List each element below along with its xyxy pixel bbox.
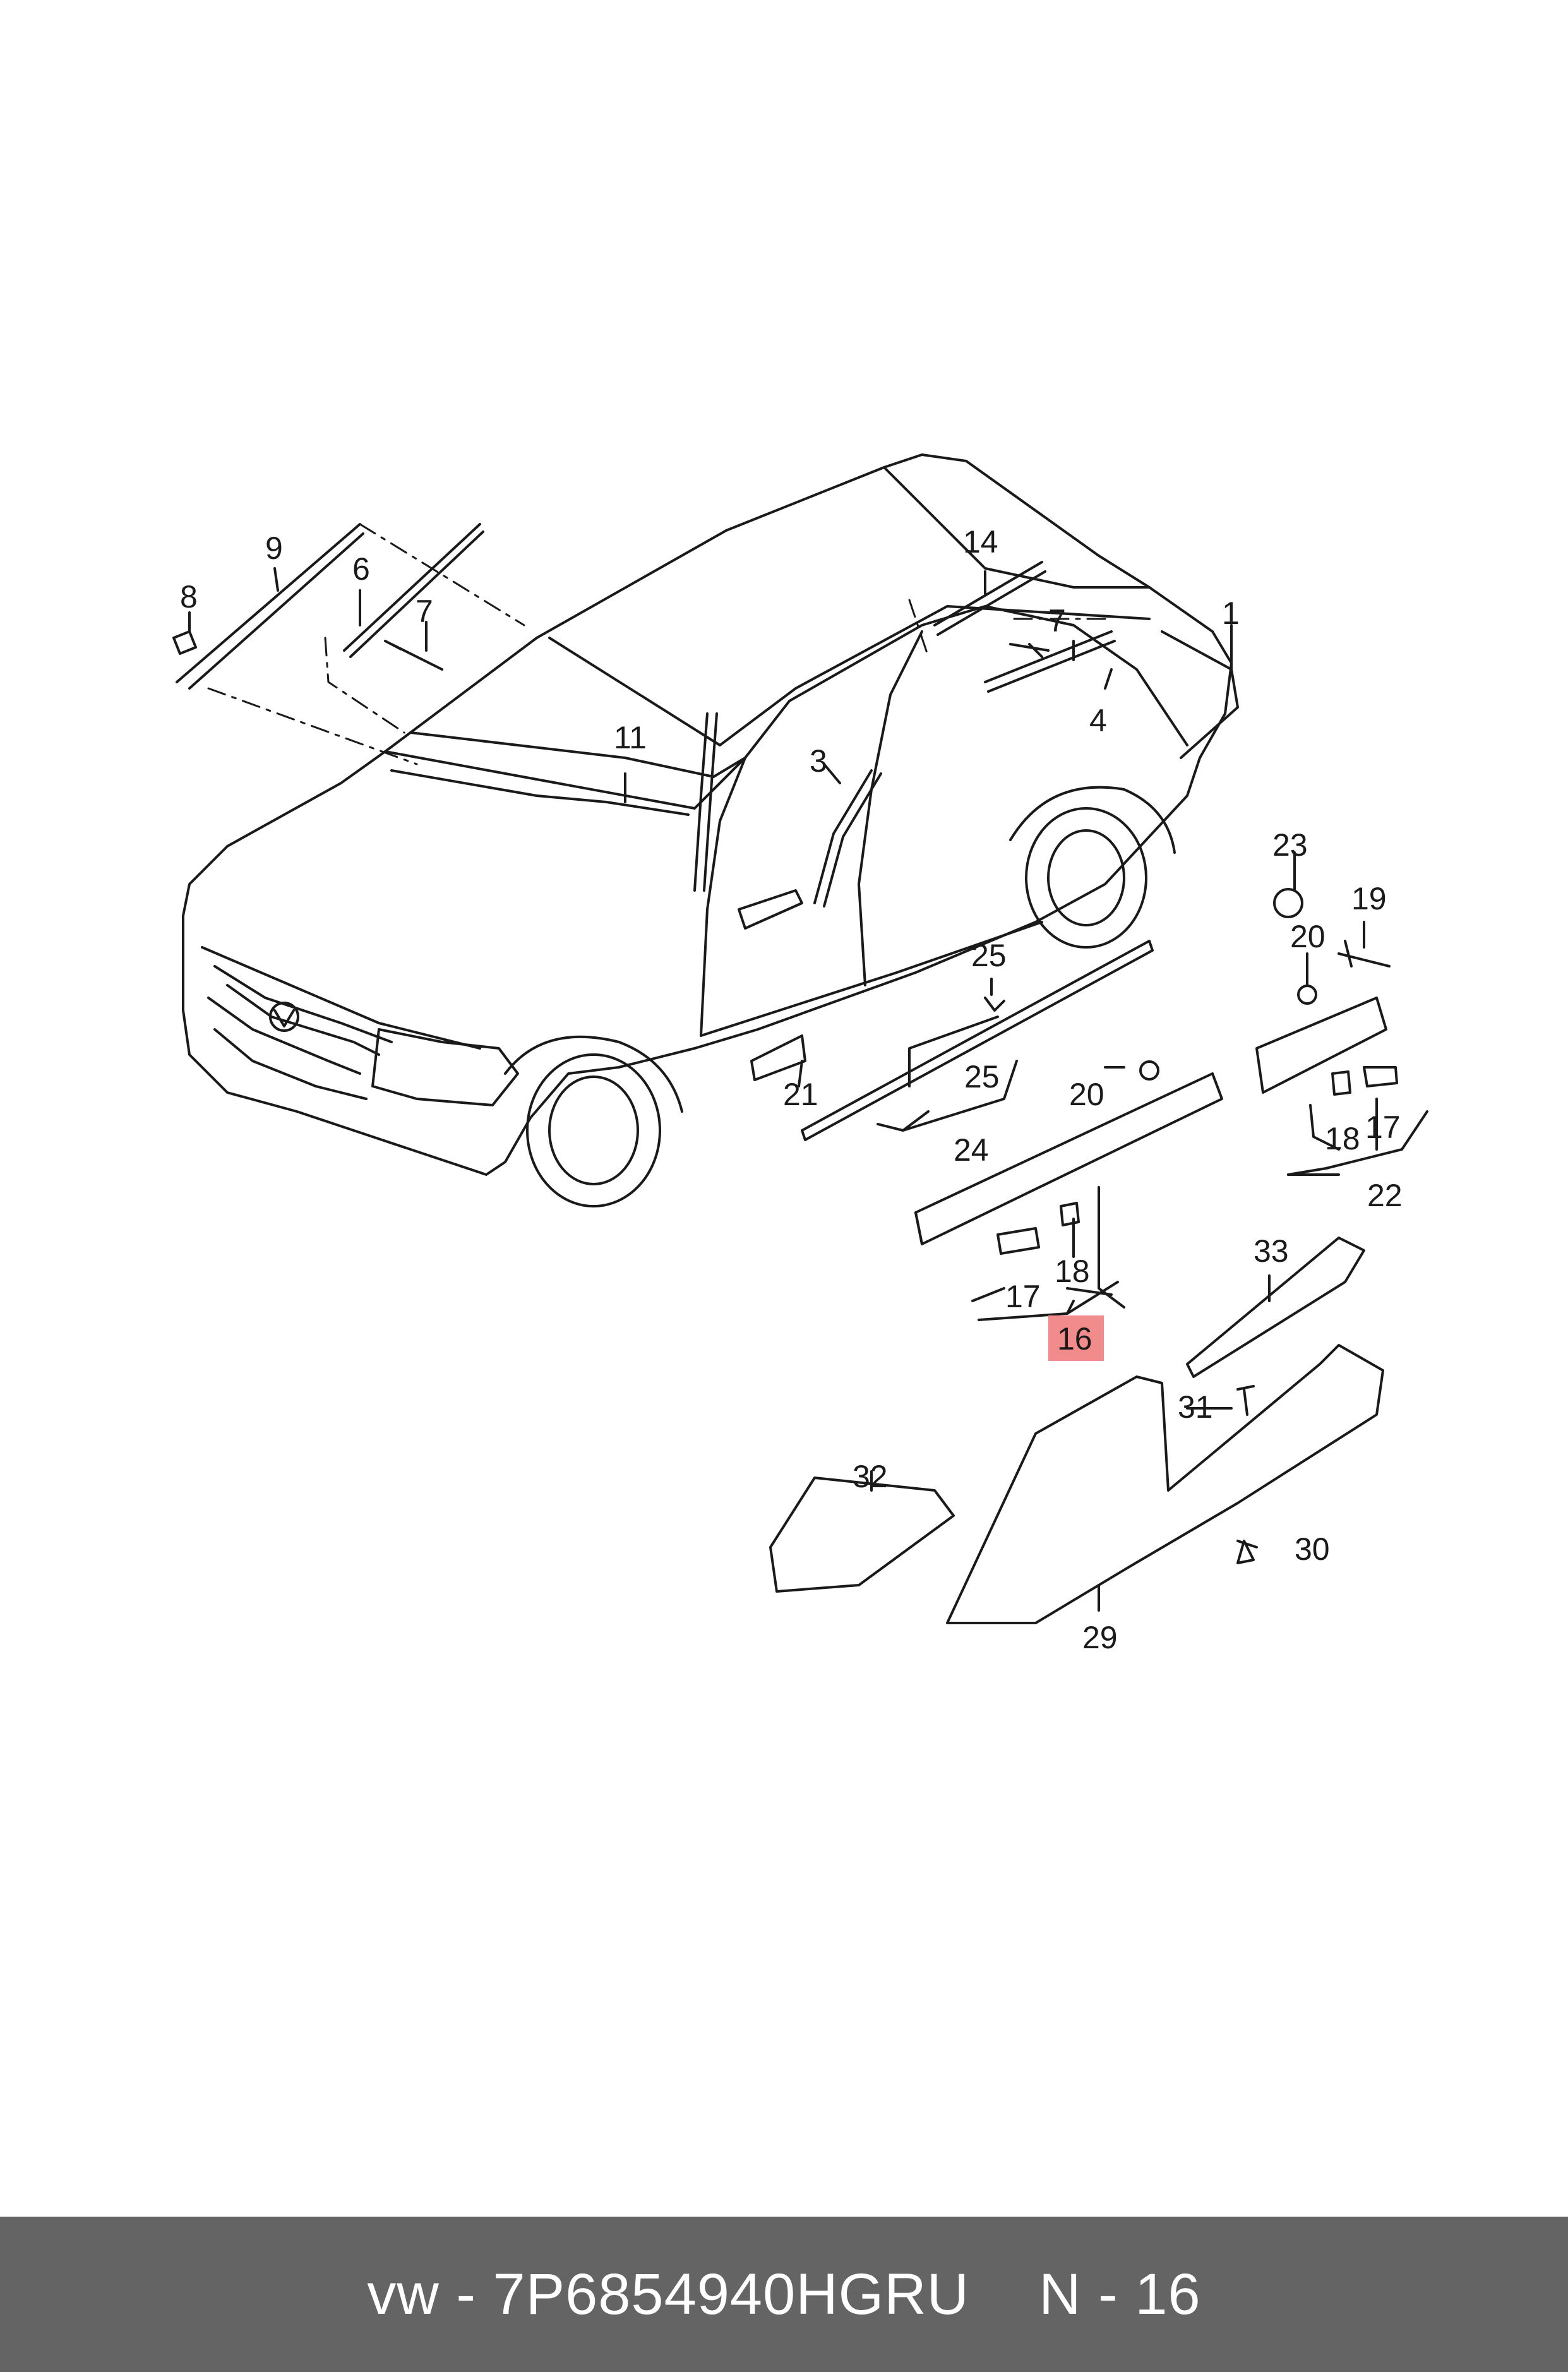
callout-label: 23 <box>1272 827 1308 863</box>
window-trim-part-4 <box>984 630 1116 693</box>
rear-molding-part-22 <box>1255 997 1387 1094</box>
callout-label: 4 <box>1089 703 1107 738</box>
footer-brand: vw <box>367 2261 440 2327</box>
callout-label: 7 <box>1048 603 1066 638</box>
callout-label: 21 <box>783 1077 818 1112</box>
door-molding-part-24 <box>801 940 1154 1141</box>
callout-label: 14 <box>963 524 998 560</box>
door-trim-part-3 <box>813 769 882 907</box>
vw-badge-icon <box>269 1002 299 1032</box>
callout-label: 32 <box>853 1459 888 1494</box>
callout-label: 29 <box>1082 1620 1118 1655</box>
callout-label: 31 <box>1178 1389 1213 1425</box>
callout-label: 25 <box>971 938 1007 973</box>
rear-trim-part-1 <box>1161 630 1239 759</box>
side-molding-end <box>914 1211 923 1245</box>
callout-label: 6 <box>352 551 370 587</box>
highlight-box-16 <box>1048 1315 1104 1361</box>
clip-part-18b <box>1331 1070 1351 1096</box>
pillar-trim-part-11 <box>693 712 718 892</box>
clip-part-25 <box>984 997 1005 1012</box>
callout-label: 9 <box>265 530 283 566</box>
callout-label: 30 <box>1295 1531 1330 1567</box>
clip-part-20 <box>1139 1060 1159 1081</box>
callout-label: 20 <box>1069 1077 1104 1112</box>
front-wheel <box>504 1035 683 1207</box>
vw-badge-mark <box>273 1009 295 1027</box>
footer-position-label: N - 16 <box>1039 2261 1201 2327</box>
clip-part-17b <box>1363 1066 1398 1087</box>
nut-part-30 <box>1236 1540 1255 1564</box>
clip-part-8 <box>172 630 197 655</box>
part-number-footer: vw - 7P6854940HGRU N - 16 <box>0 2217 1568 2372</box>
footer-separator: - <box>439 2261 493 2327</box>
dashed-leaders <box>207 523 1106 765</box>
callout-label: 17 <box>1005 1279 1041 1314</box>
footer-part-number: 7P6854940HGRU <box>493 2261 970 2327</box>
clip-part-20b <box>1297 985 1317 1005</box>
callout-label: 20 <box>1290 919 1326 954</box>
roof-trim-part-6 <box>343 523 484 658</box>
callout-label: 33 <box>1254 1233 1289 1269</box>
callout-label: 25 <box>964 1059 1000 1094</box>
bolt-part-19 <box>1338 940 1391 967</box>
callout-label: 7 <box>416 594 433 629</box>
callout-label: 19 <box>1351 881 1387 916</box>
sill-plate-part-32 <box>769 1477 955 1593</box>
sill-plate-part-33 <box>1186 1237 1365 1378</box>
callout-label: 8 <box>180 579 198 614</box>
clip-part-18 <box>1060 1202 1080 1226</box>
roof-rail-part-14 <box>933 561 1046 636</box>
callout-label: 11 <box>614 720 647 755</box>
callout-label: 3 <box>810 743 827 779</box>
clip-part-17 <box>996 1227 1040 1255</box>
callout-label: 1 <box>1222 596 1240 631</box>
rear-wheel <box>1009 786 1176 949</box>
callout-label: 18 <box>1325 1121 1360 1156</box>
callout-label: 24 <box>954 1132 989 1168</box>
bracket-part-21 <box>750 1034 806 1081</box>
screw-part-31 <box>1236 1385 1255 1416</box>
grommet-part-23 <box>1273 888 1303 918</box>
callout-label: 22 <box>1367 1178 1403 1213</box>
screw-part-7b <box>1009 643 1050 658</box>
callout-label: 17 <box>1365 1110 1401 1145</box>
vehicle-outline <box>182 453 1233 1176</box>
parts-diagram: 1 3 4 6 7 7 8 9 11 14 16 17 17 17 18 18 … <box>172 453 1428 1655</box>
screw-part-7 <box>384 640 443 671</box>
callout-label: 18 <box>1055 1254 1090 1289</box>
sill-trim-part-29 <box>946 1344 1384 1624</box>
callout-label: 16 <box>1057 1321 1092 1357</box>
windshield-trim-part-9 <box>176 523 364 690</box>
